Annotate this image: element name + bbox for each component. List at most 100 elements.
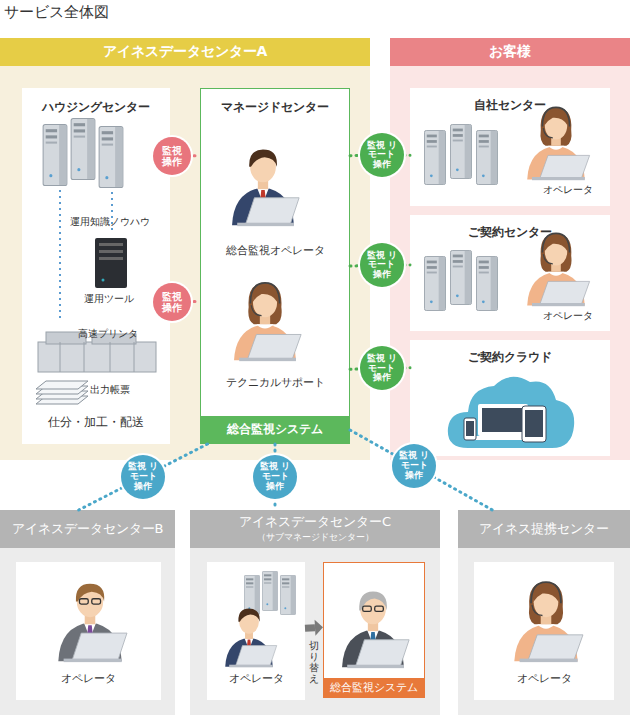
edge-label-holder: 切り替え (309, 640, 319, 684)
housing-servers (43, 119, 123, 188)
edge-label-badge: 監視 リモート 操作 (360, 243, 404, 287)
node-text: 高速プリンタ (78, 328, 168, 341)
node-text: 運用知識ノウハウ (70, 216, 168, 229)
node-text: 総合監視システム (200, 422, 350, 437)
text-holder: ご契約クラウド (410, 350, 610, 365)
text-holder: 運用知識ノウハウ (70, 216, 168, 229)
text-holder: アイネス提携センター (458, 521, 630, 537)
text-holder: （サブマネージドセンター） (190, 532, 440, 543)
node-text: 総合監視オペレータ (200, 244, 350, 258)
region-band: お客様自社センターオペレータご契約センターオペレータご契約クラウド (390, 38, 630, 460)
connector (79, 444, 208, 510)
edge-label-badge: 監視 リモート 操作 (360, 346, 404, 390)
region-panel: アイネス提携センターオペレータ (458, 510, 630, 715)
text-holder: ご契約センター (410, 225, 610, 240)
edge-label-badge: 監視 操作 (153, 283, 191, 321)
text-holder: アイネスデータセンターA (0, 43, 370, 61)
system-bar: 総合監視システム (200, 416, 350, 444)
edge-label-holder: 監視 リモート 操作 (392, 444, 436, 488)
system-box: 総合監視システム (323, 562, 425, 698)
text-holder: 仕分・加工・配送 (22, 415, 170, 430)
operator-figure (225, 609, 276, 668)
node-text: ハウジングセンター (22, 100, 170, 115)
text-holder: オペレータ (16, 672, 161, 686)
edge-label-holder: 監視 リモート 操作 (360, 346, 404, 390)
text-holder: アイネスデータセンターC (190, 514, 440, 530)
edge-label-badge: 監視 操作 (153, 137, 191, 175)
node-text: アイネスデータセンターA (0, 43, 370, 61)
node-text: マネージドセンター (200, 100, 350, 115)
text-holder: オペレータ (207, 672, 305, 686)
node-text: 総合監視システム (323, 678, 425, 698)
text-holder: オペレータ (528, 310, 608, 323)
ops-tool-server (95, 238, 127, 288)
operator-figure (527, 107, 589, 180)
node-text: ご契約センター (410, 225, 610, 240)
center-box: ご契約センターオペレータ (410, 215, 610, 331)
operator-box: オペレータ (474, 562, 614, 700)
node-text: （サブマネージドセンター） (190, 532, 440, 543)
text-holder: オペレータ (528, 184, 608, 197)
own-center-servers (424, 124, 497, 184)
connector-line (79, 444, 208, 510)
text-holder: 総合監視システム (323, 678, 425, 698)
edge-label-badge: 監視 リモート 操作 (253, 455, 297, 499)
edge-label-holder: 監視 リモート 操作 (360, 133, 404, 177)
connector (350, 430, 492, 510)
connector-line (350, 430, 492, 510)
node-text: オペレータ (474, 672, 614, 686)
center-box: 自社センターオペレータ (410, 88, 610, 206)
switch-label: 切り替え (309, 640, 319, 684)
text-holder: テクニカルサポート (200, 376, 350, 390)
text-holder: ハウジングセンター (22, 100, 170, 115)
diagram-title: サービス全体図 (4, 3, 304, 22)
monitoring-operator (232, 150, 299, 227)
node-text: オペレータ (528, 184, 608, 197)
cloud-box: ご契約クラウド (410, 340, 610, 456)
text-holder: 自社センター (410, 98, 610, 113)
operator-box: オペレータ (207, 562, 305, 700)
edge-label-badge: 監視 リモート 操作 (392, 444, 436, 488)
text-holder: 総合監視オペレータ (200, 244, 350, 258)
edge-label-holder: 監視 リモート 操作 (360, 243, 404, 287)
edge-label-holder: 監視 操作 (153, 137, 191, 175)
node-text: オペレータ (207, 672, 305, 686)
node-text: オペレータ (528, 310, 608, 323)
connector (305, 620, 323, 636)
node-text: 自社センター (410, 98, 610, 113)
title-holder: サービス全体図 (4, 3, 304, 22)
node-text: 出力帳票 (90, 384, 168, 397)
contract-center-servers (424, 250, 497, 310)
region-panel: アイネスデータセンターB オペレータ (0, 510, 175, 715)
edge-label-holder: 監視 リモート 操作 (253, 455, 297, 499)
high-speed-printer (38, 332, 156, 372)
dotted-links (60, 190, 112, 318)
edge-label-badge: 監視 リモート 操作 (360, 133, 404, 177)
node-text: お客様 (390, 43, 630, 61)
node-text: オペレータ (16, 672, 161, 686)
connector-line (305, 624, 315, 632)
node-text: アイネスデータセンターC (190, 514, 440, 530)
paper-stack (36, 381, 88, 404)
operator-box: オペレータ (16, 562, 161, 700)
operator-figure (514, 582, 583, 662)
text-holder: 高速プリンタ (78, 328, 168, 341)
operator-figure (58, 584, 127, 662)
operator-figure (527, 233, 589, 306)
housing-center-box: ハウジングセンター運用知識ノウハウ運用ツール高速プリンタ出力帳票仕分・加工・配送 (22, 88, 170, 444)
system-operator-figure (342, 592, 409, 669)
node-text: アイネス提携センター (458, 521, 630, 537)
node-text: 仕分・加工・配送 (22, 415, 170, 430)
text-holder: アイネスデータセンターB (0, 521, 175, 537)
node-text: ご契約クラウド (410, 350, 610, 365)
text-holder: オペレータ (474, 672, 614, 686)
sub-center-servers (244, 571, 295, 614)
region-panel: アイネスデータセンターC （サブマネージドセンター） オペレータ 総合監視システム (190, 510, 440, 715)
node-text: アイネスデータセンターB (0, 521, 175, 537)
text-holder: 総合監視システム (200, 422, 350, 437)
region-band: アイネスデータセンターAハウジングセンター運用知識ノウハウ運用ツール高速プリンタ… (0, 38, 370, 460)
managed-center-box: マネージドセンター総合監視オペレータテクニカルサポート総合監視システム (200, 88, 350, 444)
cloud-icon (448, 377, 574, 448)
edge-label-holder: 監視 操作 (153, 283, 191, 321)
